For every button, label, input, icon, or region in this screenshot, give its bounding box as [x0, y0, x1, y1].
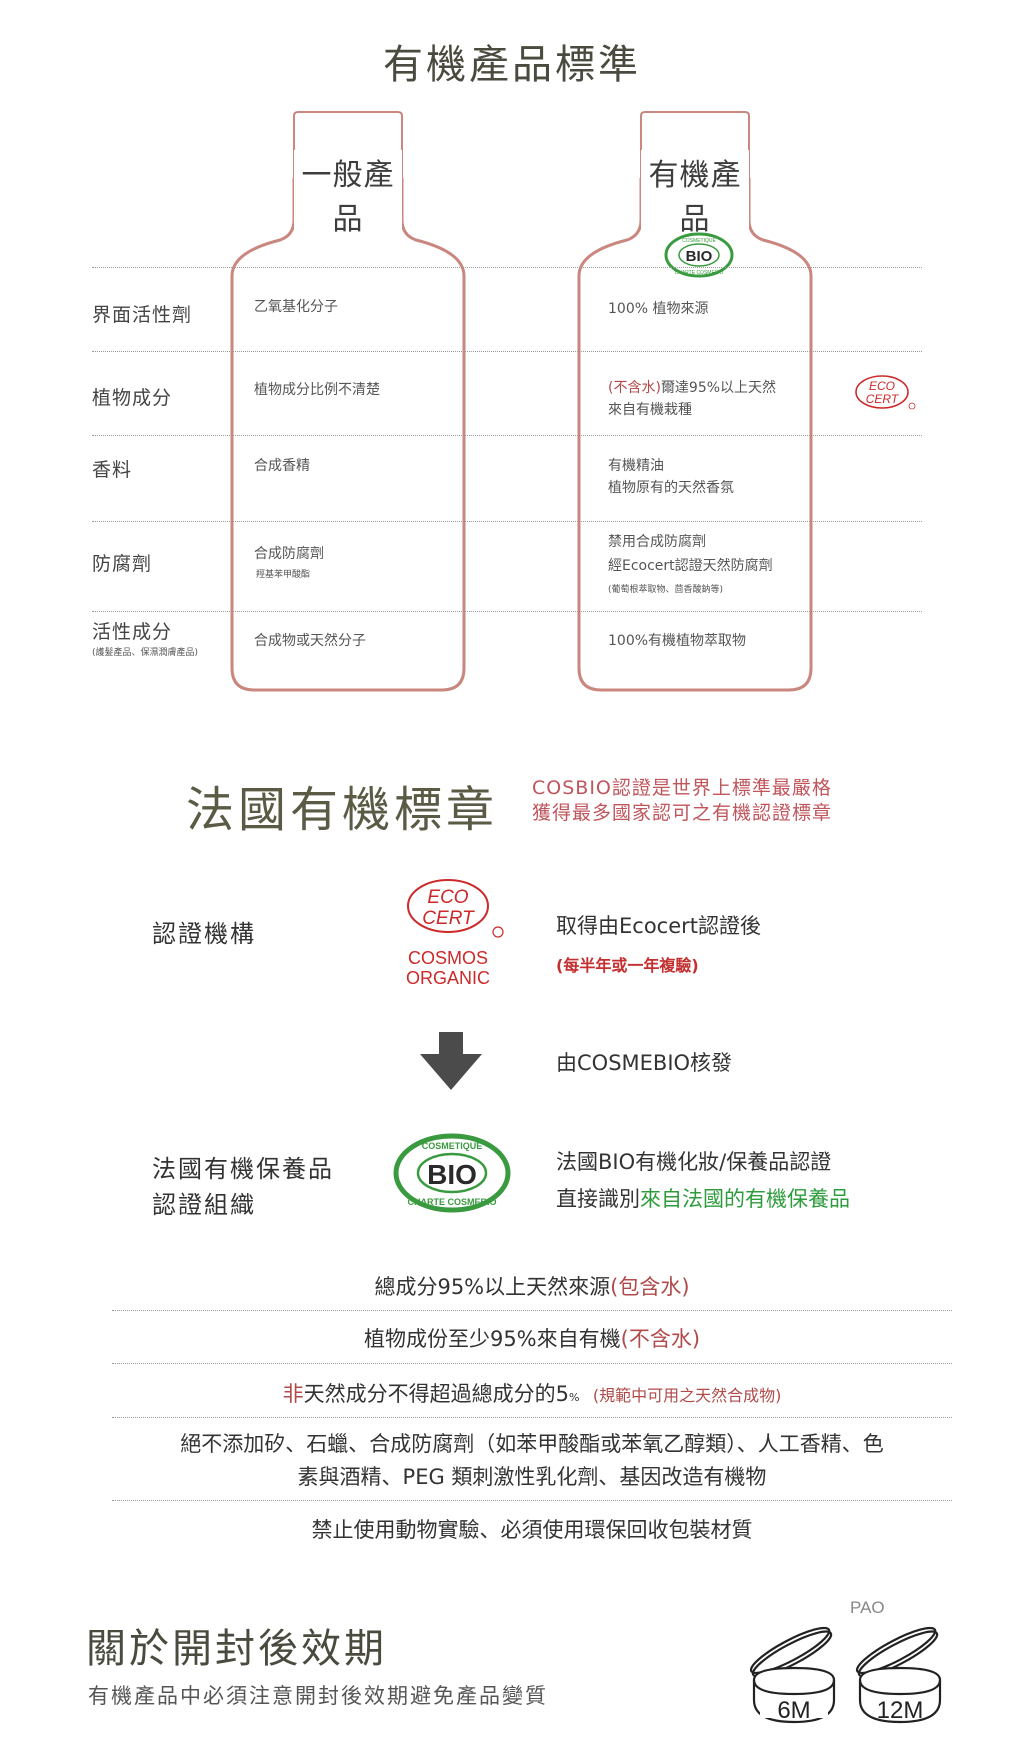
- svg-text:BIO: BIO: [427, 1159, 477, 1190]
- bottle-outlines: [230, 111, 813, 692]
- svg-text:CHARTE COSMEBIO: CHARTE COSMEBIO: [675, 270, 724, 276]
- standard-4-line2: 素與酒精、PEG 類刺激性乳化劑、基因改造有機物: [297, 1465, 767, 1489]
- organic-preservative-note: (葡萄根萃取物、茴香酸鈉等): [608, 585, 724, 595]
- organic-bottle-outline: [577, 178, 813, 692]
- organic-fragrance-line1: 有機精油: [608, 458, 664, 474]
- standard-4-line1: 絕不添加矽、石蠟、合成防腐劑（如苯甲酸酯或苯氧乙醇類）、人工香精、色: [180, 1432, 884, 1456]
- organic-active: 100%有機植物萃取物: [608, 633, 747, 649]
- row-label-preservative: 防腐劑: [92, 553, 153, 575]
- standard-1: 總成分95%以上天然來源(包含水): [374, 1275, 690, 1299]
- label-section-subtitle-2: 獲得最多國家認可之有機認證標章: [532, 802, 833, 824]
- row-label-active: 活性成分: [92, 621, 173, 643]
- cert-body-label: 認證機構: [152, 920, 256, 948]
- arrow-down-icon: [420, 1032, 482, 1090]
- pao-desc: 有機產品中必須注意開封後效期避免產品變質: [88, 1684, 548, 1708]
- cert-body-desc: 取得由Ecocert認證後: [556, 914, 761, 938]
- row-label-fragrance: 香料: [92, 459, 133, 481]
- organic-column-header: 有機產品: [641, 150, 749, 238]
- ecocert-cosmos-logo: ECO CERT COSMOS ORGANIC: [406, 879, 504, 988]
- general-plant: 植物成分比例不清楚: [254, 382, 380, 398]
- svg-text:COSMOS: COSMOS: [408, 948, 488, 968]
- svg-text:ORGANIC: ORGANIC: [406, 968, 490, 988]
- standard-divider: [112, 1500, 952, 1501]
- organic-fragrance-line2: 植物原有的天然香氛: [608, 480, 734, 496]
- standard-5: 禁止使用動物實驗、必須使用環保回收包裝材質: [311, 1518, 753, 1542]
- standard-divider: [112, 1310, 952, 1311]
- ecocert-small-logo: ECO CERT: [855, 375, 916, 410]
- svg-text:BIO: BIO: [686, 248, 713, 265]
- svg-text:CHARTE COSMEBIO: CHARTE COSMEBIO: [407, 1197, 496, 1207]
- row-label-plant: 植物成分: [92, 387, 173, 409]
- standard-divider: [112, 1417, 952, 1418]
- row-divider: [92, 435, 922, 436]
- row-label-active-note: (護髮產品、保濕潤膚產品): [92, 648, 199, 658]
- org-desc-line2: 直接識別來自法國的有機保養品: [556, 1187, 850, 1211]
- cert-body-note: (每半年或一年複驗): [556, 956, 699, 975]
- standard-2: 植物成份至少95%來自有機(不含水): [363, 1327, 701, 1351]
- row-divider: [92, 267, 922, 268]
- svg-text:COSMETIQUE: COSMETIQUE: [682, 238, 716, 244]
- svg-text:ECO: ECO: [427, 887, 468, 908]
- general-column-header: 一般產品: [294, 150, 402, 238]
- svg-text:CERT: CERT: [866, 392, 900, 406]
- general-bottle-outline: [230, 178, 466, 692]
- general-surfactant: 乙氧基化分子: [254, 299, 338, 315]
- org-label-line1: 法國有機保養品: [152, 1155, 334, 1183]
- org-label-line2: 認證組織: [152, 1191, 256, 1219]
- page-title: 有機產品標準: [383, 42, 641, 88]
- issued-by: 由COSMEBIO核發: [556, 1051, 733, 1075]
- cosmebio-small-logo: BIO COSMETIQUE CHARTE COSMEBIO: [664, 232, 734, 278]
- standard-divider: [112, 1363, 952, 1364]
- pao-jar-icon: PAO 6M 12M: [749, 1598, 942, 1724]
- svg-text:ECO: ECO: [869, 379, 895, 393]
- organic-preservative-line1: 禁用合成防腐劑: [608, 534, 706, 550]
- organic-plant-line1: (不含水)爾達95%以上天然: [608, 380, 777, 396]
- svg-text:12M: 12M: [877, 1697, 924, 1724]
- pao-title: 關於開封後效期: [86, 1626, 387, 1672]
- svg-text:CERT: CERT: [422, 908, 475, 929]
- organic-plant-line2: 來自有機栽種: [608, 402, 692, 418]
- row-divider: [92, 521, 922, 522]
- general-active: 合成物或天然分子: [254, 633, 366, 649]
- row-divider: [92, 351, 922, 352]
- svg-text:COSMETIQUE: COSMETIQUE: [422, 1141, 483, 1151]
- org-desc-line1: 法國BIO有機化妝/保養品認證: [556, 1150, 832, 1174]
- svg-text:6M: 6M: [777, 1697, 810, 1724]
- general-fragrance: 合成香精: [254, 458, 310, 474]
- label-section-title: 法國有機標章: [186, 782, 499, 838]
- standard-3: 非天然成分不得超過總成分的5% (規範中可用之天然合成物): [282, 1382, 782, 1406]
- label-section-subtitle-1: COSBIO認證是世界上標準最嚴格: [532, 777, 832, 799]
- svg-text:PAO: PAO: [850, 1598, 885, 1617]
- general-preservative: 合成防腐劑: [254, 546, 324, 562]
- organic-preservative-line2: 經Ecocert認證天然防腐劑: [608, 558, 773, 574]
- organic-surfactant: 100% 植物來源: [608, 301, 709, 317]
- row-label-surfactant: 界面活性劑: [92, 304, 193, 326]
- general-preservative-note: 羥基苯甲酸酯: [256, 570, 311, 580]
- cosmebio-logo: BIO COSMETIQUE CHARTE COSMEBIO: [393, 1133, 511, 1213]
- row-divider: [92, 611, 922, 612]
